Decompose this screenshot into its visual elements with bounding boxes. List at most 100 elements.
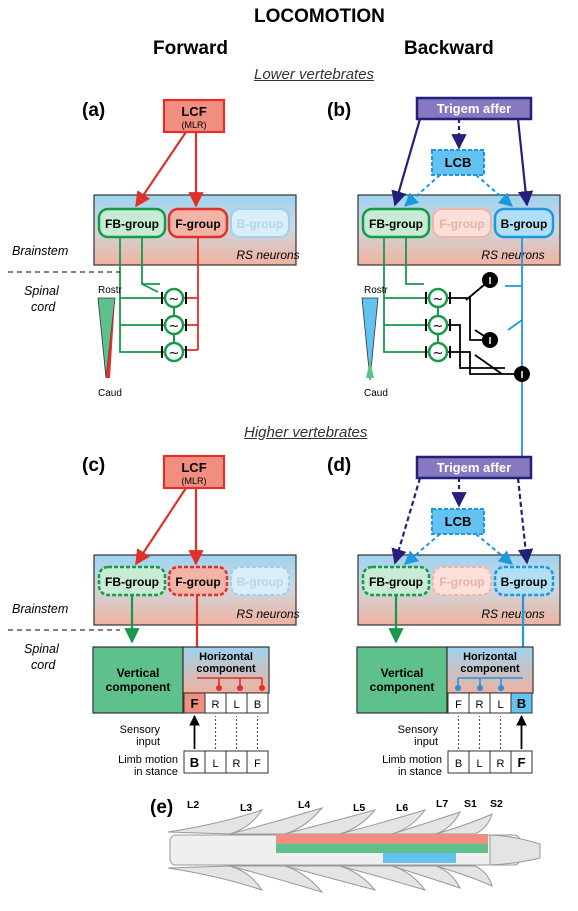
dotted-arrows-d [457, 716, 502, 749]
arrow-lcb-fb-d [403, 533, 441, 565]
rs-neurons-label-c: RS neurons [236, 607, 299, 621]
spinal-circuit-a [119, 237, 199, 353]
in-stance-label-d: in stance [398, 766, 442, 778]
lcf-box-a [162, 98, 226, 134]
sensory-label-d: Sensory [398, 724, 439, 736]
rs-neurons-label-a: RS neurons [236, 248, 299, 262]
fb-group-a [97, 207, 167, 239]
horizontal-component-c [182, 646, 270, 694]
cell-top-1-d: F [455, 699, 462, 711]
cell-bottom-3-c: R [233, 758, 241, 770]
vertical-label-1-c: Vertical [117, 666, 160, 680]
panel-label-b: (b) [327, 100, 352, 121]
interneurons-b: I I I [482, 272, 530, 382]
spinal-circuit-b [383, 237, 523, 460]
input-label-d: input [414, 736, 438, 748]
oscillator-1-a: ~ [169, 292, 180, 307]
vertical-label-1-d: Vertical [381, 666, 424, 680]
fb-group-label-a: FB-group [105, 217, 159, 231]
column-forward: Forward [153, 38, 228, 59]
cell-bottom-1-c: B [190, 755, 199, 770]
vertebra-label-s1: S1 [464, 798, 477, 810]
panel-label-a: (a) [82, 100, 106, 121]
forward-bar [276, 834, 488, 844]
cord-label-a: cord [31, 300, 56, 314]
cell-top-1-c: F [191, 696, 199, 711]
cord-label-c: cord [31, 658, 56, 672]
vertical-component-c [92, 646, 184, 714]
horizontal-component-d [446, 646, 534, 694]
interneuron-2-b: I [489, 336, 492, 347]
horizontal-label-1-d: Horizontal [463, 651, 517, 663]
oscillators-a: ~ ~ ~ [161, 287, 187, 363]
f-group-label-d: F-group [439, 575, 484, 589]
lcf-box-c [162, 454, 226, 490]
vertebra-label-l3: L3 [240, 802, 252, 814]
cell-bottom-2-d: L [476, 758, 482, 770]
brainstem-label-c: Brainstem [12, 602, 69, 616]
trigem-box-d [415, 455, 533, 480]
oscillator-2-b: ~ [433, 319, 444, 334]
dotted-arrows-c [214, 716, 259, 749]
sensory-label-c: Sensory [120, 724, 161, 736]
oscillator-1-b: ~ [433, 292, 444, 307]
panel-c: RS neurons LCF (MLR) FB-group F-group B-… [8, 454, 300, 778]
mlr-label-c: (MLR) [182, 476, 207, 486]
cell-bottom-3-d: R [497, 758, 505, 770]
arrow-lcb-b-b [475, 174, 514, 207]
section-lower-vertebrates: Lower vertebrates [254, 66, 375, 83]
mlr-label-a: (MLR) [182, 120, 207, 130]
panel-label-c: (c) [82, 455, 106, 476]
trigem-box-b [415, 96, 533, 121]
arrow-lcb-fb-b [403, 174, 441, 207]
vertical-component-d [356, 646, 448, 714]
cells-top-d: F R L B [447, 692, 533, 714]
cell-top-2-c: R [212, 699, 220, 711]
arrow-trigem-fb-b [391, 118, 422, 207]
spinal-label-a: Spinal [24, 284, 59, 298]
oscillator-3-a: ~ [169, 346, 180, 361]
figure-title: LOCOMOTION [254, 6, 385, 27]
vertebra-labels: L2 L3 L4 L5 L6 L7 S1 S2 [187, 798, 503, 814]
backward-bar [383, 853, 456, 863]
cell-bottom-2-c: L [212, 758, 218, 770]
b-group-c [230, 566, 290, 596]
panel-e: L2 L3 L4 L5 L6 L7 S1 S2 [167, 798, 541, 893]
spinal-label-c: Spinal [24, 642, 59, 656]
trigem-label-b: Trigem affer [437, 101, 511, 116]
cell-top-3-d: L [497, 699, 503, 711]
gradient-wedge-green-b [366, 360, 374, 378]
arrow-trigem-b-b [516, 118, 534, 207]
vertebra-label-l5: L5 [353, 802, 365, 814]
section-higher-vertebrates: Higher vertebrates [244, 424, 368, 441]
panel-label-e: (e) [150, 797, 174, 818]
panel-d: RS neurons Trigem affer LCB FB-group F-g… [356, 455, 561, 778]
cells-bottom-d: B L R F [447, 750, 533, 774]
arrow-lcb-b-d [475, 533, 514, 565]
gradient-wedge-red-a [106, 298, 115, 378]
panel-b: RS neurons Trigem affer LCB FB-group F-g… [357, 96, 561, 460]
rostr-label-a: Rostr [98, 285, 123, 296]
b-group-label-d: B-group [501, 575, 548, 589]
vertebra-label-l6: L6 [396, 802, 408, 814]
cells-bottom-c: B L R F [183, 750, 269, 774]
rs-neurons-label-d: RS neurons [481, 607, 544, 621]
vertical-label-2-c: component [106, 680, 171, 694]
limb-motion-label-c: Limb motion [118, 754, 178, 766]
cell-bottom-1-d: B [455, 758, 462, 770]
horizontal-label-2-c: component [196, 663, 256, 675]
cell-bottom-4-c: F [254, 758, 261, 770]
lcb-label-d: LCB [445, 514, 472, 529]
vertebra-label-l7: L7 [436, 798, 448, 810]
limb-motion-label-d: Limb motion [382, 754, 442, 766]
fb-group-b [361, 207, 431, 239]
caud-label-a: Caud [98, 388, 122, 399]
lcb-box-d [431, 508, 485, 535]
f-group-label-b: F-group [439, 217, 484, 231]
panel-label-d: (d) [327, 455, 352, 476]
vertical-label-2-d: component [370, 680, 435, 694]
arrow-lcf-fb-a [135, 131, 187, 208]
horizontal-branches-d [457, 677, 523, 688]
arrow-trigem-fb-d [391, 477, 422, 565]
